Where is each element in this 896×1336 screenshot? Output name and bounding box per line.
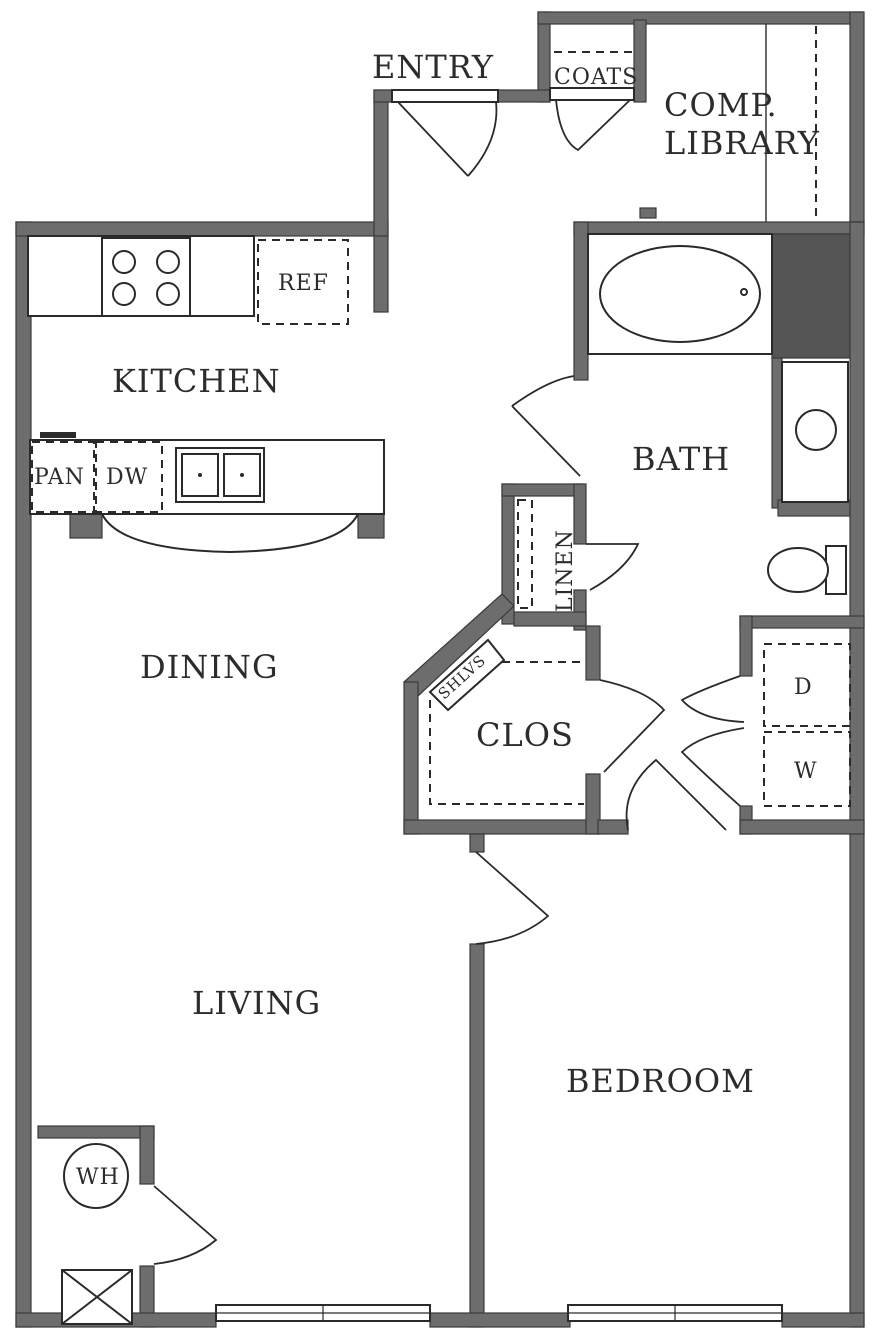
label-water-heater: WH xyxy=(76,1165,120,1190)
pantry xyxy=(31,441,95,513)
windows xyxy=(215,1304,783,1322)
toilet-icon xyxy=(767,545,847,595)
burner-icon xyxy=(156,282,180,306)
kitchen-counter xyxy=(27,235,255,317)
label-kitchen: KITCHEN xyxy=(112,362,281,400)
walls xyxy=(15,11,865,1328)
burner-icon xyxy=(156,250,180,274)
label-comp: COMP. xyxy=(664,86,778,124)
label-dw: DW xyxy=(106,465,148,490)
burner-icon xyxy=(112,250,136,274)
label-washer: W xyxy=(794,759,818,784)
fixtures xyxy=(27,24,851,1325)
label-library: LIBRARY xyxy=(664,124,820,162)
bath-vanity xyxy=(781,361,849,503)
label-living: LIVING xyxy=(192,984,321,1022)
doors xyxy=(153,87,745,1265)
label-dryer: D xyxy=(794,675,813,700)
sink-icon xyxy=(175,447,265,503)
breakfast-bar xyxy=(100,513,360,554)
dishwasher xyxy=(95,441,163,513)
label-clos: CLOS xyxy=(476,716,574,754)
dryer xyxy=(763,643,851,727)
hvac-box-icon xyxy=(61,1269,133,1325)
burner-icon xyxy=(112,282,136,306)
water-heater-icon xyxy=(63,1143,129,1209)
label-ref: REF xyxy=(278,271,329,296)
label-linen: LINEN xyxy=(553,529,578,612)
washer xyxy=(763,731,851,807)
sink-icon xyxy=(795,409,837,451)
label-bedroom: BEDROOM xyxy=(566,1062,755,1100)
label-bath: BATH xyxy=(632,440,730,478)
shelves xyxy=(428,638,506,712)
refrigerator xyxy=(257,239,349,325)
label-coats: COATS xyxy=(554,65,638,90)
label-entry: ENTRY xyxy=(372,48,494,86)
labels: ENTRY COATS COMP. LIBRARY REF KITCHEN PA… xyxy=(34,48,820,1190)
label-pan: PAN xyxy=(34,465,85,490)
label-dining: DINING xyxy=(140,648,279,686)
